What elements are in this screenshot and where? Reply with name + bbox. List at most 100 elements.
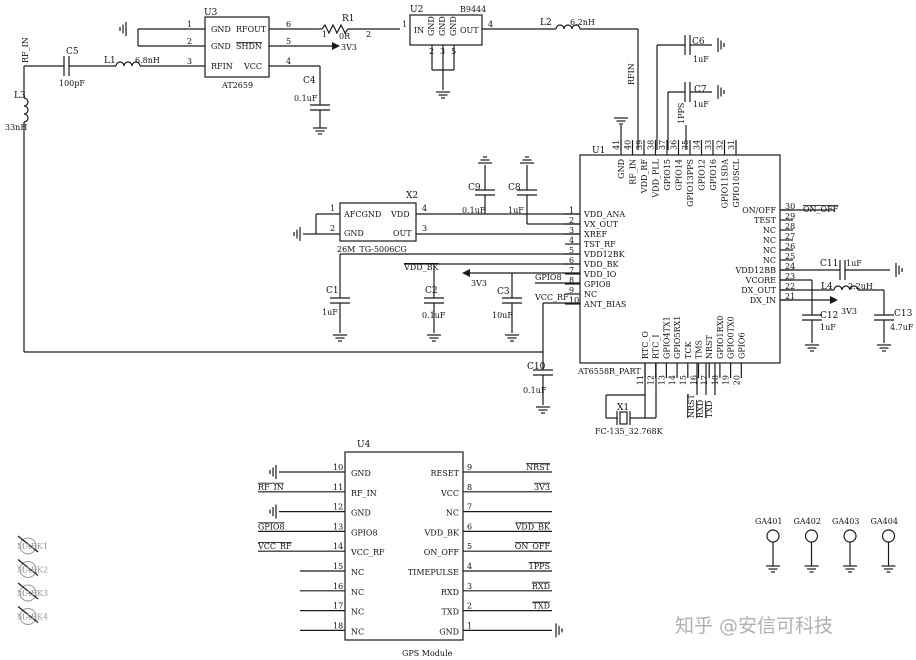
u1-pin-gpio11sda: GPIO11SDA [721, 159, 730, 209]
u4-pin-gpio8: GPIO8 [351, 528, 378, 537]
u1-pin-19: 19 [722, 375, 731, 385]
u4-pin-gnd: GND [351, 469, 371, 478]
x2-pin-vdd: VDD [390, 210, 410, 219]
u1-pin-vdd_bk: VDD_BK [583, 260, 619, 269]
u1-pin-gpio8: GPIO8 [584, 280, 611, 289]
mounting-pad: GA401 [755, 517, 782, 573]
net-3v3-mid: 3V3 [471, 279, 487, 288]
x2-oscillator: X2 26M_TG-5006CG AFCGND GND VDD OUT 1 2 … [293, 191, 580, 254]
u1-pin-vcore: VCORE [745, 276, 776, 285]
u4-pin-gnd: GND [351, 509, 371, 518]
net-3v3-right: 3V3 [841, 307, 857, 316]
u3-pin-rfin: RFIN [211, 62, 233, 71]
u1-pin-15: 15 [679, 375, 688, 385]
u1-pin-nc: NC [763, 236, 776, 245]
u1-pin-rtc_i: RTC_I [652, 335, 661, 360]
c8-ref: C8 [508, 183, 521, 193]
net-txd-bottom: TXD [705, 401, 714, 418]
u1-bottom-pins: 11RTC_O12RTC_I13GPIO4TX114GPIO5RX115TCK1… [636, 316, 746, 386]
u1-pin-8: 8 [569, 276, 574, 285]
ground-symbol [555, 622, 563, 639]
u4-net-txd: TXD [533, 602, 550, 611]
u4-pin-rxd: RXD [441, 588, 459, 597]
u4-pin-nc: NC [446, 509, 459, 518]
u1-pin-test: TEST [754, 216, 777, 225]
u1-pin-nc: NC [763, 246, 776, 255]
u4-pin-17: 17 [333, 602, 343, 611]
u1-pin-38: 38 [647, 140, 656, 150]
u2-pin-4: 4 [488, 20, 493, 29]
u4-net-nrst: NRST [526, 463, 551, 472]
mounting-pad: GA402 [794, 517, 821, 573]
pad-label: GA404 [871, 517, 898, 526]
ground-symbol [504, 334, 520, 342]
u4-pin-vdd_bk: VDD_BK [424, 528, 460, 537]
u4-pin-txd: TXD [442, 608, 459, 617]
u1-pin-rf_in: RF_IN [629, 159, 638, 185]
ground-symbol [269, 464, 277, 480]
x1-ref: X1 [617, 403, 629, 413]
u1-pin-vx_out: VX_OUT [583, 220, 619, 229]
net-gpio8: GPIO8 [535, 273, 562, 282]
u3-pin-2: 2 [187, 37, 192, 46]
u4-net-gpio8: GPIO8 [258, 522, 285, 531]
ground-symbol [876, 344, 892, 352]
inductor-l2 [555, 24, 581, 30]
u1-pin-16: 16 [690, 375, 699, 385]
u1-pin-tck: TCK [684, 341, 693, 359]
mounting-pad: GA404 [871, 517, 898, 573]
watermark: 知乎 @安信可科技 [675, 615, 833, 637]
u3-ref: U3 [204, 8, 218, 18]
fiducial-mark: MARK3 [17, 582, 48, 602]
u1-pin-32: 32 [716, 140, 725, 150]
net-rxd-bottom: RXD [696, 400, 705, 418]
u4-pin-14: 14 [333, 542, 343, 551]
r1-pin2: 2 [366, 30, 371, 39]
u1-right-pins: 30ON/OFF29TEST28NC27NC26NC25NC24VDD12BB2… [734, 202, 795, 305]
u1-pin-on-off: ON/OFF [742, 206, 776, 215]
u1-pin-gpio5rx1: GPIO5RX1 [673, 316, 682, 359]
u1-gnss-chip: U1 AT6558R_PART [577, 146, 781, 376]
u1-pin-vdd12bk: VDD12BK [583, 250, 626, 259]
u2-saw-filter: U2 B9444 IN OUT 1 4 GND GND GND 2 3 5 [402, 5, 493, 99]
u1-pin-2: 2 [569, 216, 574, 225]
u1-pin-vdd_ana: VDD_ANA [583, 210, 625, 219]
u1-pin-31: 31 [727, 140, 736, 150]
u1-pin-34: 34 [693, 140, 702, 150]
u4-pin-vcc: VCC [440, 489, 459, 498]
fiducial-mark: MARK1 [17, 535, 48, 555]
u4-pin-5: 5 [467, 542, 472, 551]
u1-pin-33: 33 [704, 140, 713, 150]
net-rfin-vertical: RFIN [627, 63, 636, 85]
u4-pin-1: 1 [467, 621, 472, 630]
u3-pin-5: 5 [286, 37, 291, 46]
u1-pin-29: 29 [785, 212, 795, 221]
x2-pin-gnd: GND [344, 229, 364, 238]
u1-pin-nc: NC [763, 256, 776, 265]
l3-value: 33nH [5, 123, 27, 132]
u4-net-vdd_bk: VDD_BK [515, 522, 551, 531]
u4-pin-12: 12 [333, 503, 343, 512]
ground-symbol [842, 565, 858, 573]
u1-pin-gpio4tx1: GPIO4TX1 [662, 316, 671, 359]
u2-gnd-b: GND [438, 16, 447, 36]
c1-ref: C1 [326, 286, 339, 296]
u1-pin-gpio10scl: GPIO10SCL [732, 158, 741, 207]
c10-value: 0.1uF [523, 386, 547, 395]
mark-label: MARK1 [17, 542, 48, 551]
c3-value: 10uF [492, 311, 513, 320]
u1-pin-17: 17 [700, 375, 709, 385]
u1-pin-26: 26 [785, 242, 795, 251]
x2-pin-afcgnd: AFCGND [343, 210, 381, 219]
u4-body [344, 451, 464, 641]
u4-pin-6: 6 [467, 522, 472, 531]
u3-pin-gnd2: GND [211, 42, 231, 51]
u4-pin-7: 7 [467, 503, 472, 512]
u1-pin-28: 28 [785, 222, 795, 231]
u1-pin-tms: TMS [695, 340, 704, 359]
mark-label: MARK4 [17, 613, 48, 622]
c2-value: 0.1uF [422, 311, 446, 320]
